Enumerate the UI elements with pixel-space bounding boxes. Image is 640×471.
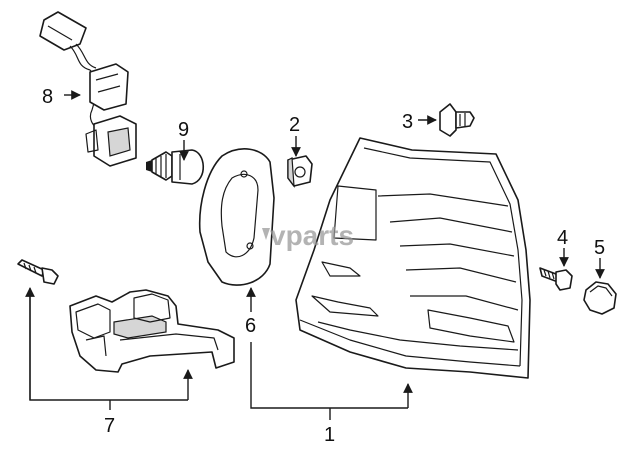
callout-4: 4 (557, 227, 568, 249)
clip-nut-part[interactable] (287, 155, 313, 188)
round-cap-part[interactable] (583, 281, 617, 315)
tail-lamp-part[interactable] (295, 137, 531, 379)
push-clip-part[interactable] (439, 103, 475, 137)
callout-5: 5 (594, 237, 605, 259)
callout-1: 1 (324, 424, 335, 446)
callout-6: 6 (245, 315, 256, 337)
watermark-logo: vparts (262, 220, 354, 251)
screw-part[interactable] (17, 259, 59, 285)
bulb-part[interactable] (146, 149, 205, 185)
callout-leaders (25, 90, 605, 420)
callout-7: 7 (104, 415, 115, 437)
bolt-part[interactable] (539, 267, 573, 291)
callout-9: 9 (178, 119, 189, 141)
callout-8: 8 (42, 86, 53, 108)
callout-3: 3 (402, 111, 413, 133)
wiring-harness-part[interactable] (39, 11, 137, 167)
mount-bracket-part[interactable] (69, 289, 235, 373)
gasket-part[interactable] (198, 148, 275, 286)
watermark-text: vparts (270, 220, 354, 251)
callout-2: 2 (289, 114, 300, 136)
